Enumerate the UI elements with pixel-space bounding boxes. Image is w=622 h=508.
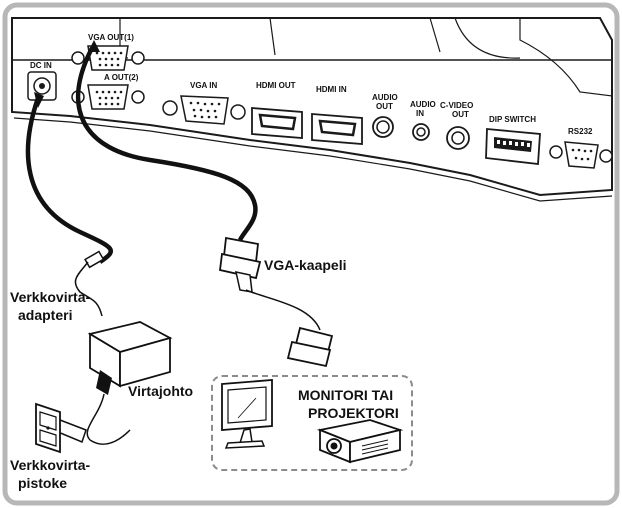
audio-out-port (372, 116, 394, 138)
monitor-icon (221, 379, 273, 449)
outlet-label-2: pistoke (18, 475, 67, 491)
rs232-label: RS232 (568, 127, 593, 136)
display-label-2: PROJEKTORI (308, 405, 399, 421)
dc-cable (25, 92, 114, 317)
hdmi-out-label: HDMI OUT (256, 81, 296, 90)
vga-connector-icon (219, 236, 334, 368)
adapter-label-2: adapteri (18, 307, 72, 323)
projector-icon (316, 419, 404, 464)
wall-outlet-icon (35, 402, 61, 454)
audio-out-label-1: AUDIO (372, 93, 398, 102)
audio-in-label-2: IN (416, 109, 424, 118)
power-adapter-icon (86, 321, 173, 441)
power-cord-label: Virtajohto (128, 383, 193, 399)
audio-out-label-2: OUT (376, 102, 393, 111)
hdmi-in-port (311, 113, 363, 145)
vga-out2-port (71, 84, 145, 110)
audio-in-port (412, 123, 430, 141)
vga-cable-label: VGA-kaapeli (264, 257, 346, 273)
hdmi-in-label: HDMI IN (316, 85, 347, 94)
dip-switch-label: DIP SWITCH (489, 115, 536, 124)
vga-cable-line (75, 40, 258, 242)
cvideo-out-port (446, 126, 470, 150)
vga-out2-label: A OUT(2) (104, 73, 139, 82)
cvideo-out-label-1: C-VIDEO (440, 101, 473, 110)
vga-in-label: VGA IN (190, 81, 217, 90)
power-cord-line (57, 418, 131, 445)
audio-in-label-1: AUDIO (410, 100, 436, 109)
outlet-label-1: Verkkovirta- (10, 457, 90, 473)
adapter-label-1: Verkkovirta- (10, 289, 90, 305)
vga-in-port (162, 95, 246, 125)
vga-out1-label: VGA OUT(1) (88, 33, 134, 42)
display-label-1: MONITORI TAI (298, 387, 393, 403)
dc-in-label: DC IN (30, 61, 52, 70)
display-device-box (211, 375, 413, 471)
hdmi-out-port (251, 107, 303, 139)
dip-switch-port (485, 128, 541, 166)
cvideo-out-label-2: OUT (452, 110, 469, 119)
rs232-port (549, 141, 613, 169)
